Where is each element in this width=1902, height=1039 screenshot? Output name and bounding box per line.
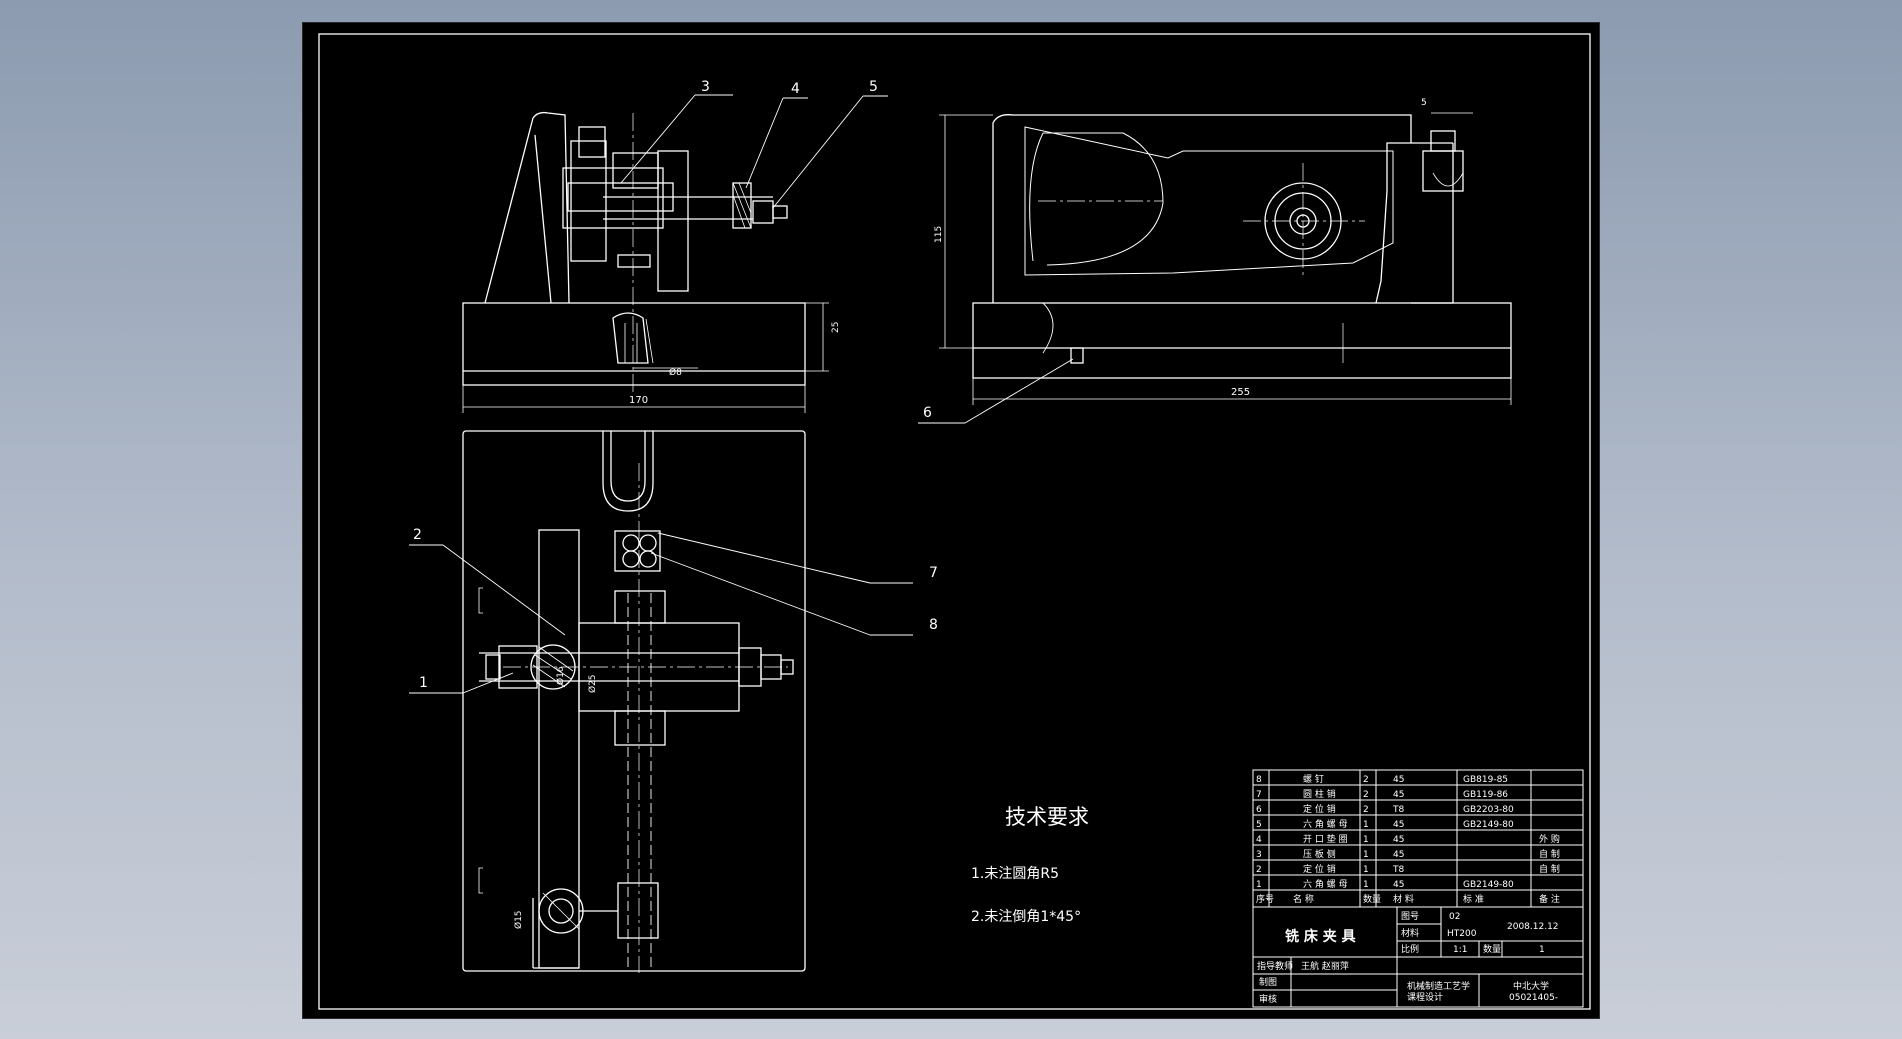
bom-cell-no: 1 xyxy=(1256,880,1262,890)
checked-label: 审核 xyxy=(1259,993,1277,1005)
balloon-2: 2 xyxy=(413,527,422,543)
bom-cell-qty: 1 xyxy=(1363,865,1369,875)
balloon-7: 7 xyxy=(929,565,938,581)
balloon-5: 5 xyxy=(869,79,878,95)
bom-cell-name: 螺 钉 xyxy=(1303,774,1324,785)
drawing-sheet: 3 4 5 6 2 1 7 8 170 255 25 115 5 Ø8 Ø16 … xyxy=(303,23,1599,1018)
bom-cell-no: 4 xyxy=(1256,835,1262,845)
bom-cell-name: 定 位 销 xyxy=(1303,863,1336,875)
bom-cell-no: 2 xyxy=(1256,865,1262,875)
bom-cell-no: 6 xyxy=(1256,805,1262,815)
bom-cell-qty: 1 xyxy=(1363,820,1369,830)
top-view xyxy=(409,430,913,973)
tech-note-2: 2.未注倒角1*45° xyxy=(971,909,1081,925)
bom-header-note: 备 注 xyxy=(1539,893,1560,905)
bom-cell-no: 8 xyxy=(1256,775,1262,785)
bom-cell-std: GB119-86 xyxy=(1463,790,1508,800)
bom-cell-qty: 2 xyxy=(1363,805,1369,815)
bom-header-name: 名 称 xyxy=(1293,893,1314,905)
dim-115: 115 xyxy=(934,226,944,243)
bom-cell-mat: 45 xyxy=(1393,775,1404,785)
course-line-1: 机械制造工艺学 xyxy=(1407,980,1470,992)
bom-cell-name: 六 角 螺 母 xyxy=(1303,818,1348,830)
bom-cell-mat: 45 xyxy=(1393,835,1404,845)
dim-5: 5 xyxy=(1421,98,1427,108)
bom-cell-qty: 2 xyxy=(1363,775,1369,785)
balloon-3: 3 xyxy=(701,79,710,95)
dim-phi25: Ø25 xyxy=(587,674,598,693)
dim-phi16: Ø16 xyxy=(555,666,566,685)
material-value: HT200 xyxy=(1447,929,1477,939)
bom-header-no: 序号 xyxy=(1256,893,1274,905)
student-no: 05021405- xyxy=(1509,993,1558,1003)
bom-cell-std: GB2203-80 xyxy=(1463,805,1514,815)
balloon-1: 1 xyxy=(419,675,428,691)
technical-drawing: 3 4 5 6 2 1 7 8 170 255 25 115 5 Ø8 Ø16 … xyxy=(318,33,1591,1010)
bom-grid xyxy=(1252,769,1584,1008)
bom-cell-note: 外 购 xyxy=(1539,833,1560,845)
title-name: 铣 床 夹 具 xyxy=(1285,928,1356,945)
bom-cell-name: 圆 柱 销 xyxy=(1303,788,1336,800)
bom-cell-mat: 45 xyxy=(1393,880,1404,890)
school: 中北大学 xyxy=(1513,980,1549,992)
bom-cell-qty: 2 xyxy=(1363,790,1369,800)
bom-cell-name: 压 板 侧 xyxy=(1303,848,1336,860)
bom-cell-mat: 45 xyxy=(1393,850,1404,860)
bom-cell-name: 六 角 螺 母 xyxy=(1303,878,1348,890)
dim-phi8: Ø8 xyxy=(669,367,682,378)
dim-170: 170 xyxy=(629,395,648,406)
bom-cell-qty: 1 xyxy=(1363,880,1369,890)
balloon-4: 4 xyxy=(791,81,800,97)
tech-note-1: 1.未注圆角R5 xyxy=(971,866,1059,882)
teacher-label: 指导教师 xyxy=(1257,960,1293,972)
bom-cell-std: GB2149-80 xyxy=(1463,820,1514,830)
inner-frame xyxy=(318,33,1591,1010)
course-line-2: 课程设计 xyxy=(1407,991,1443,1003)
balloon-8: 8 xyxy=(929,617,938,633)
bom-cell-mat: T8 xyxy=(1392,865,1404,875)
bom-cell-note: 自 制 xyxy=(1539,848,1560,860)
drawing-no-label: 图号 xyxy=(1401,911,1419,922)
bom-header-std: 标 准 xyxy=(1463,893,1484,905)
bom-cell-qty: 1 xyxy=(1363,835,1369,845)
bom-cell-name: 定 位 销 xyxy=(1303,803,1336,815)
qty-value: 1 xyxy=(1539,945,1545,955)
drawing-no: 02 xyxy=(1449,912,1460,922)
bom-cell-std: GB2149-80 xyxy=(1463,880,1514,890)
tech-title: 技术要求 xyxy=(1005,805,1089,829)
side-view xyxy=(918,112,1512,424)
bom-cell-qty: 1 xyxy=(1363,850,1369,860)
title-block: 铣 床 夹 具 图号 02 2008.12.12 材料 HT200 比例 1:1… xyxy=(1257,911,1559,1005)
title-date: 2008.12.12 xyxy=(1507,922,1559,932)
bom-cell-no: 5 xyxy=(1256,820,1262,830)
bom-cell-std: GB819-85 xyxy=(1463,775,1508,785)
teacher-value: 王航 赵丽萍 xyxy=(1301,960,1349,972)
bom-header-qty: 数量 xyxy=(1363,893,1381,905)
bom-cell-no: 7 xyxy=(1256,790,1262,800)
bom-cell-name: 开 口 垫 圈 xyxy=(1303,833,1348,845)
front-view xyxy=(462,94,888,413)
bom-cell-mat: 45 xyxy=(1393,820,1404,830)
drawn-label: 制图 xyxy=(1259,976,1277,988)
dim-25: 25 xyxy=(831,322,841,333)
bom-cell-note: 自 制 xyxy=(1539,863,1560,875)
scale-label: 比例 xyxy=(1401,943,1419,955)
bom-cell-mat: 45 xyxy=(1393,790,1404,800)
bom-cell-mat: T8 xyxy=(1392,805,1404,815)
dim-phi15: Ø15 xyxy=(513,910,524,929)
qty-label: 数量 xyxy=(1483,943,1501,955)
balloon-6: 6 xyxy=(923,405,932,421)
scale-value: 1:1 xyxy=(1453,945,1467,955)
bom-cell-no: 3 xyxy=(1256,850,1262,860)
material-label: 材料 xyxy=(1401,927,1419,939)
dim-255: 255 xyxy=(1231,387,1250,398)
bom-header-mat: 材 料 xyxy=(1393,893,1414,905)
